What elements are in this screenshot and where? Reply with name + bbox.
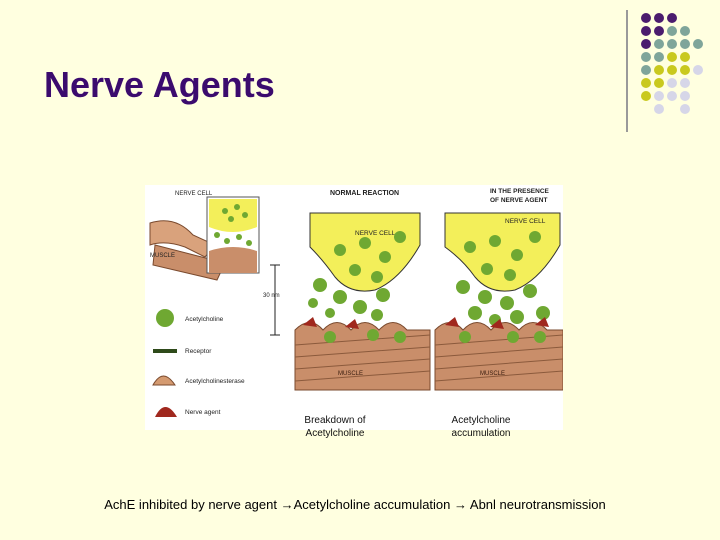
caption-accumulation-line2: accumulation: [451, 428, 511, 439]
decorative-dot-grid: [641, 13, 703, 114]
caption-breakdown-line1: Breakdown of: [304, 415, 366, 426]
decorative-vertical-rule: [626, 10, 628, 132]
presence-label-line1: IN THE PRESENCE: [490, 188, 550, 195]
normal-reaction-panel: NERVE CELL MUSCLE: [294, 212, 431, 391]
agent-muscle-label: MUSCLE: [480, 371, 505, 377]
slide-title: Nerve Agents: [44, 64, 275, 105]
nerve-agent-figure: NERVE CELL MUSCLE NORMAL REACTION IN THE…: [145, 185, 564, 430]
legend-nerve-agent: Nerve agent: [185, 409, 221, 416]
presence-label-line2: OF NERVE AGENT: [490, 197, 547, 204]
agent-nerve-cell-label: NERVE CELL: [505, 218, 546, 225]
summary-text: AchE inhibited by nerve agent →Acetylcho…: [104, 497, 606, 512]
normal-nerve-cell-label: NERVE CELL: [355, 230, 396, 237]
inset-muscle-label: MUSCLE: [150, 253, 175, 259]
inset-nerve-muscle: NERVE CELL MUSCLE: [149, 191, 260, 281]
scale-label: 30 nm: [263, 293, 280, 299]
caption-accumulation: Acetylcholine accumulation: [436, 414, 526, 440]
caption-breakdown: Breakdown of Acetylcholine: [290, 414, 380, 440]
caption-accumulation-line1: Acetylcholine: [451, 415, 511, 426]
legend-acetylcholine: Acetylcholine: [185, 316, 224, 323]
normal-muscle-label: MUSCLE: [338, 371, 363, 377]
figure-illustration: NERVE CELL MUSCLE NORMAL REACTION IN THE…: [149, 188, 564, 417]
normal-reaction-label: NORMAL REACTION: [330, 190, 399, 197]
caption-breakdown-line2: Acetylcholine: [305, 428, 365, 439]
figure-legend: Acetylcholine Receptor Acetylcholinester…: [152, 309, 245, 417]
scale-bar: 30 nm: [263, 264, 280, 336]
legend-receptor: Receptor: [185, 348, 212, 355]
legend-acetylcholinesterase: Acetylcholinesterase: [185, 378, 245, 385]
nerve-agent-panel: NERVE CELL MUSCLE: [434, 212, 564, 391]
inset-nerve-cell-label: NERVE CELL: [175, 191, 213, 197]
